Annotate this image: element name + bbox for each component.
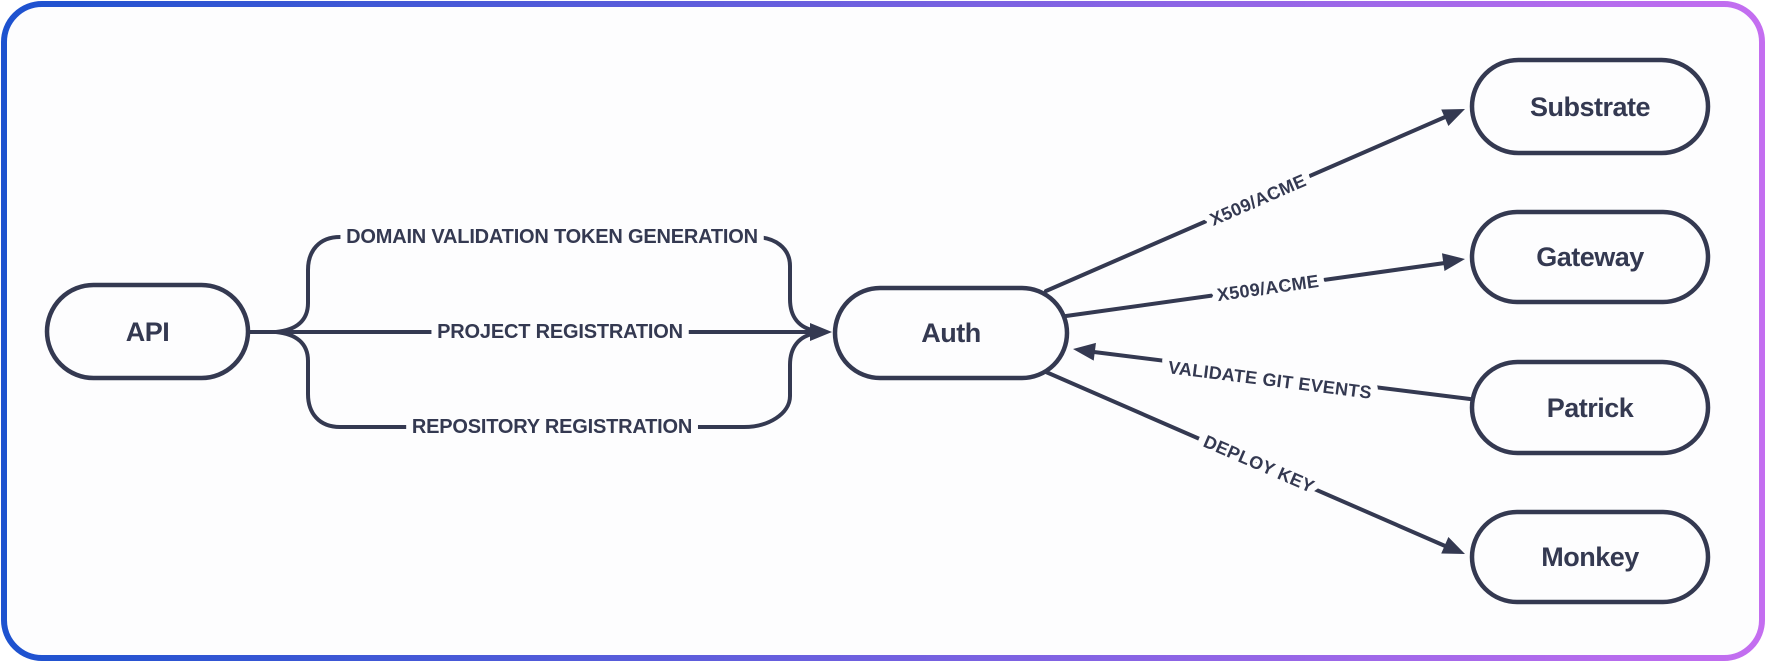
- arrowhead-into-auth-icon: [810, 323, 832, 341]
- node-gateway-label: Gateway: [1536, 242, 1644, 272]
- node-patrick: Patrick: [1469, 359, 1711, 456]
- node-api: API: [44, 282, 251, 381]
- edge-auth-monkey: [1044, 370, 1454, 551]
- edge-auth-substrate: [1044, 112, 1454, 293]
- edge-label-domain-validation: DOMAIN VALIDATION TOKEN GENERATION: [346, 226, 758, 248]
- node-substrate-shape: [1469, 57, 1711, 156]
- edge-patrick-auth: [1084, 349, 1472, 401]
- edge-auth-gateway: [1064, 260, 1454, 318]
- edge-domain-validation: [274, 235, 818, 334]
- edge-label-repository-registration: REPOSITORY REGISTRATION: [412, 416, 692, 438]
- arrowhead-monkey-icon: [1441, 537, 1465, 554]
- node-patrick-label: Patrick: [1547, 393, 1635, 423]
- edge-repository-registration: [274, 330, 818, 429]
- edge-label-project-registration: PROJECT REGISTRATION: [437, 321, 683, 343]
- node-gateway: Gateway: [1469, 209, 1711, 305]
- arrowhead-gateway-icon: [1441, 253, 1465, 272]
- node-gateway-shape: [1469, 209, 1711, 305]
- node-substrate-label: Substrate: [1530, 92, 1651, 122]
- node-auth: Auth: [832, 285, 1070, 381]
- node-patrick-shape: [1469, 359, 1711, 456]
- node-monkey-shape: [1469, 509, 1711, 605]
- arrowhead-substrate-icon: [1441, 109, 1465, 127]
- node-substrate: Substrate: [1469, 57, 1711, 156]
- node-auth-label: Auth: [921, 318, 980, 348]
- node-monkey-label: Monkey: [1541, 542, 1639, 572]
- node-monkey: Monkey: [1469, 509, 1711, 605]
- node-auth-shape: [832, 285, 1070, 381]
- arrowhead-into-auth-from-patrick-icon: [1073, 342, 1096, 361]
- node-api-label: API: [126, 317, 170, 347]
- node-api-shape: [44, 282, 251, 381]
